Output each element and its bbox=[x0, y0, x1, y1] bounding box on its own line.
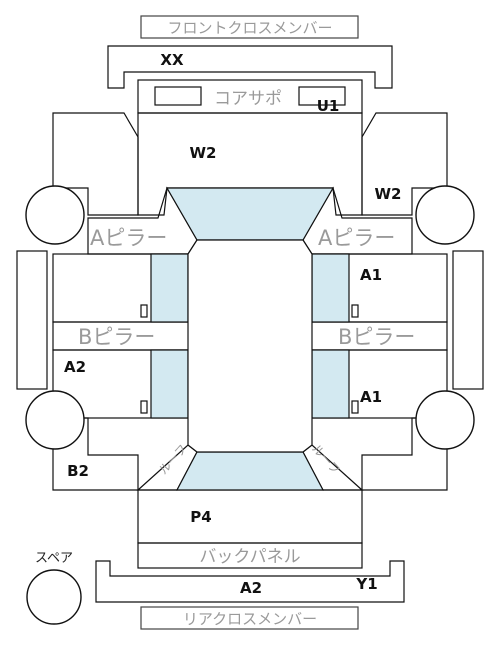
rear-cross-member-label: リアクロスメンバー bbox=[183, 610, 317, 628]
rear-right-door-handle bbox=[351, 400, 359, 414]
core-support-slot-right bbox=[298, 86, 346, 106]
front-right-window[interactable] bbox=[311, 253, 350, 323]
rear-left-wheel[interactable] bbox=[25, 390, 85, 450]
front-right-wheel[interactable] bbox=[415, 185, 475, 245]
rear-left-quarter[interactable] bbox=[52, 417, 139, 491]
rear-left-window[interactable] bbox=[150, 349, 189, 419]
left-side-step[interactable] bbox=[16, 250, 48, 390]
a-pillar-right-label: Aピラー bbox=[318, 226, 395, 250]
roof-rear-left-label: ルーフ bbox=[156, 442, 190, 478]
rear-left-door-handle bbox=[140, 400, 148, 414]
core-support-slot-left bbox=[154, 86, 202, 106]
trunk-panel[interactable] bbox=[137, 489, 363, 544]
code-rear-door-right: A1 bbox=[360, 388, 382, 406]
spare-label: スペア bbox=[35, 551, 73, 566]
code-front-left: W2 bbox=[190, 144, 217, 162]
front-right-fender[interactable] bbox=[361, 112, 448, 216]
rear-cross-member-box[interactable] bbox=[140, 606, 359, 630]
b-pillar-left-label: Bピラー bbox=[78, 325, 155, 349]
front-right-door-handle bbox=[351, 304, 359, 318]
code-front-member: XX bbox=[160, 51, 184, 69]
rear-right-quarter[interactable] bbox=[361, 417, 448, 491]
spare-tire[interactable] bbox=[26, 569, 82, 625]
code-rear-member: A2 bbox=[240, 579, 262, 597]
code-rear-door-left: A2 bbox=[64, 358, 86, 376]
a-pillar-left-label: Aピラー bbox=[90, 226, 167, 250]
front-left-door-handle bbox=[140, 304, 148, 318]
front-cross-member-box[interactable] bbox=[140, 15, 359, 39]
rear-member-panel[interactable] bbox=[95, 560, 405, 603]
front-cross-member-label: フロントクロスメンバー bbox=[167, 19, 332, 37]
right-side-step[interactable] bbox=[452, 250, 484, 390]
rear-glass[interactable] bbox=[176, 451, 324, 491]
back-panel[interactable] bbox=[137, 542, 363, 569]
front-left-window[interactable] bbox=[150, 253, 189, 323]
code-core-support: U1 bbox=[317, 97, 340, 115]
code-trunk: P4 bbox=[190, 508, 211, 526]
rear-right-window[interactable] bbox=[311, 349, 350, 419]
b-pillar-right-label: Bピラー bbox=[338, 325, 415, 349]
code-rear-quarter-left: B2 bbox=[67, 462, 89, 480]
windshield-glass[interactable] bbox=[165, 187, 335, 241]
front-member-panel[interactable] bbox=[107, 45, 393, 89]
core-support-label: コアサポ bbox=[214, 89, 282, 109]
rear-right-wheel[interactable] bbox=[415, 390, 475, 450]
front-left-wheel[interactable] bbox=[25, 185, 85, 245]
code-front-door-right: A1 bbox=[360, 266, 382, 284]
back-panel-label: バックパネル bbox=[199, 547, 300, 567]
code-rear-member-right: Y1 bbox=[355, 575, 377, 593]
code-front-right: W2 bbox=[375, 185, 402, 203]
roof-panel[interactable] bbox=[187, 239, 313, 453]
